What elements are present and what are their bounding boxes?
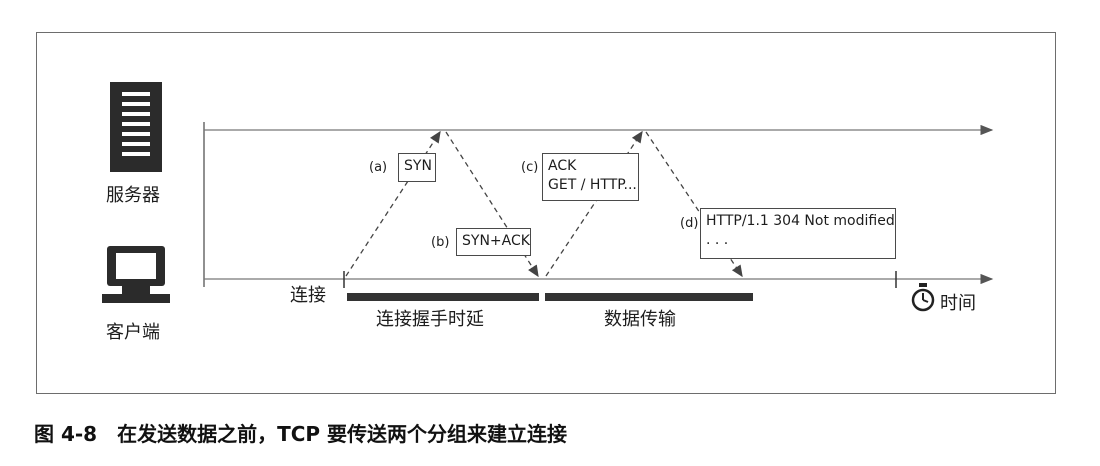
arrow-syn-ack — [445, 131, 539, 278]
server-icon — [110, 82, 162, 172]
figure-caption-text: 在发送数据之前，TCP 要传送两个分组来建立连接 — [117, 422, 568, 446]
message-b-tag: (b) — [431, 235, 450, 250]
figure-caption: 图 4-8 在发送数据之前，TCP 要传送两个分组来建立连接 — [34, 418, 587, 447]
data-transfer-bar — [545, 293, 753, 301]
server-label: 服务器 — [106, 185, 160, 206]
handshake-delay-label: 连接握手时延 — [376, 309, 484, 330]
message-a-line: SYN — [404, 158, 432, 174]
message-d-line-2: . . . — [706, 232, 729, 248]
message-d-line-1: HTTP/1.1 304 Not modified — [706, 213, 895, 229]
message-b-line: SYN+ACK — [462, 233, 530, 249]
message-c-box: ACK GET / HTTP... — [542, 153, 639, 201]
arrow-syn — [345, 130, 441, 277]
handshake-bar — [347, 293, 539, 301]
message-c-tag: (c) — [521, 160, 539, 175]
client-label: 客户端 — [106, 322, 160, 343]
data-transfer-label: 数据传输 — [604, 309, 676, 330]
stopwatch-icon — [911, 283, 935, 312]
message-d-box: HTTP/1.1 304 Not modified . . . — [700, 208, 896, 259]
message-d-tag: (d) — [680, 216, 699, 231]
message-c-line-1: ACK — [548, 158, 577, 174]
message-b-box: SYN+ACK — [456, 228, 531, 256]
figure-number: 图 4-8 — [34, 422, 98, 446]
figure-frame — [36, 32, 1056, 394]
connect-label: 连接 — [290, 285, 326, 306]
client-computer-icon — [102, 246, 170, 303]
message-a-box: SYN — [398, 153, 436, 182]
time-label: 时间 — [940, 293, 976, 314]
message-c-line-2: GET / HTTP... — [548, 177, 637, 193]
message-a-tag: (a) — [369, 160, 388, 175]
